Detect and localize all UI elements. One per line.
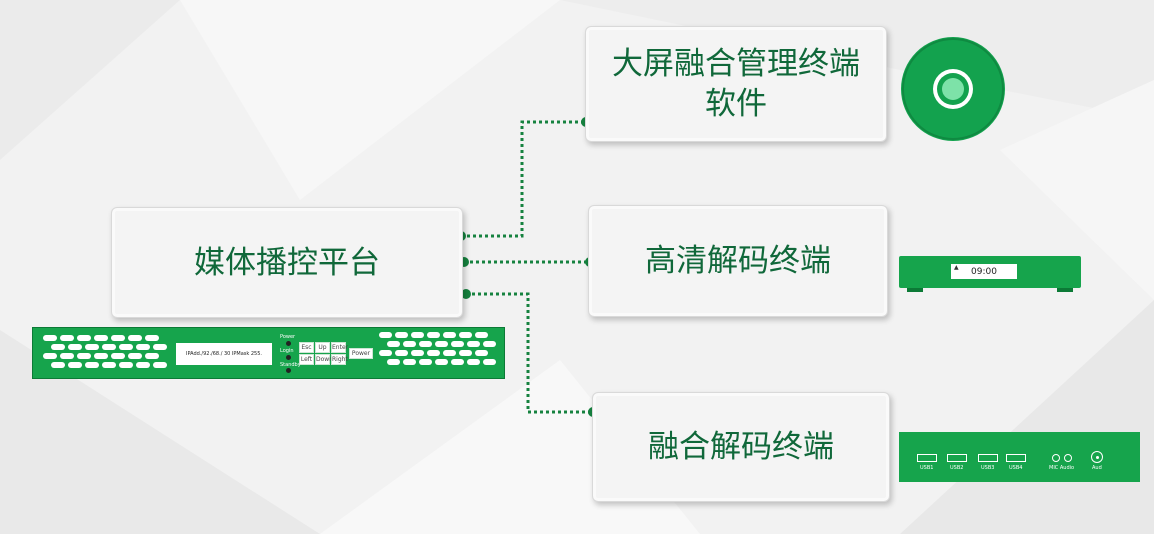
indicator-icon: ▲ [954,264,959,271]
led-icon [286,341,291,346]
node-label: 大屏融合管理终端 [612,46,860,82]
node-label: 融合解码终端 [648,429,834,465]
hd-decoder-device: 09:00 ▲ [899,256,1081,288]
node-label: 媒体播控平台 [194,244,380,281]
led-label: Login [280,348,294,354]
led-label: Power [280,334,296,340]
node-media-platform: 媒体播控平台 [111,207,463,318]
panel-power-button: Power [349,348,373,359]
node-fusion-decoder: 融合解码终端 [592,392,890,502]
node-label: 软件 [705,86,767,122]
audio-jack-icon [1064,454,1072,462]
vent-left [43,335,167,368]
decoder-clock: 09:00 [951,264,1017,279]
usb-port-icon [917,454,937,462]
port-label: USB1 [920,465,934,471]
rack-lcd: IPAdd./92./68./ 30 IPMask 255. [176,343,272,365]
led-icon [286,368,291,373]
node-video-wall-software: 大屏融合管理终端 软件 [585,26,887,142]
node-label: 高清解码终端 [645,243,831,279]
led-label: Standby [280,362,301,368]
power-jack-icon [1096,456,1099,459]
panel-button-right: Right [331,354,348,365]
power-jack-icon [1091,451,1103,463]
port-label: USB4 [1009,465,1023,471]
led-icon [286,355,291,360]
port-label: USB2 [950,465,964,471]
panel-button-enter: Enter [331,342,349,353]
fusion-decoder-device: USB1 USB2 USB3 USB4 MIC Audio Aud [899,432,1140,482]
panel-button-left: Left [299,354,314,365]
usb-port-icon [1006,454,1026,462]
disc-icon [901,37,1005,141]
rack-server-device: IPAdd./92./68./ 30 IPMask 255. Power Log… [32,327,505,379]
port-label: MIC Audio [1049,465,1075,471]
usb-port-icon [978,454,998,462]
port-label: USB3 [981,465,995,471]
port-label: Aud [1092,465,1102,471]
hd-decoder-feet [903,288,1077,292]
audio-jack-icon [1052,454,1060,462]
panel-button-down: Down [315,354,334,365]
panel-button-esc: Esc [299,342,314,353]
vent-right [379,332,496,365]
node-hd-decoder: 高清解码终端 [588,205,888,317]
panel-button-up: Up [315,342,330,353]
usb-port-icon [947,454,967,462]
